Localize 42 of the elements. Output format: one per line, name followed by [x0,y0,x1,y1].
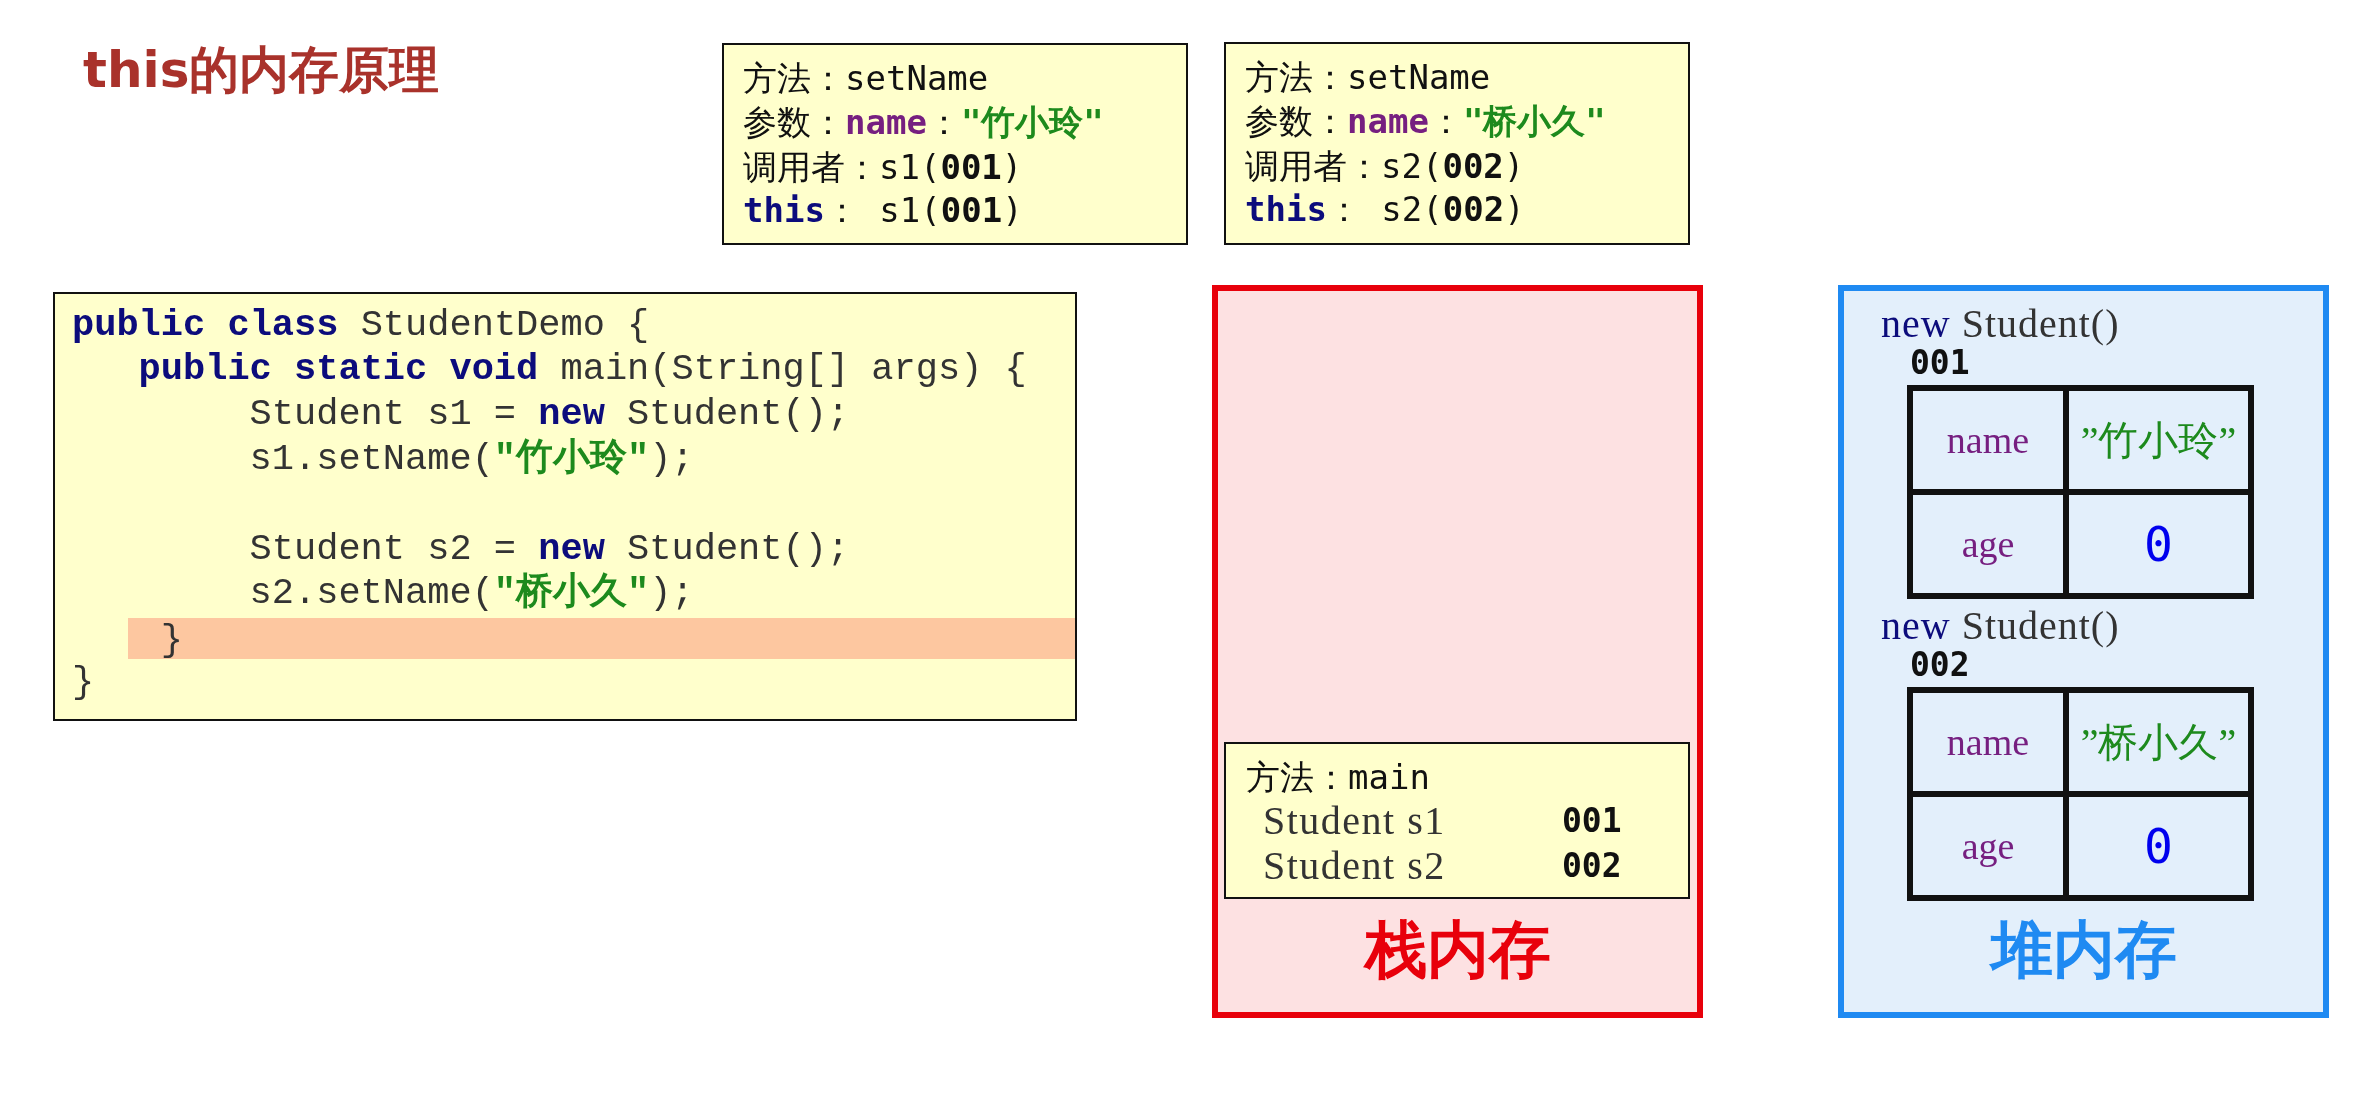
method-label: 方法：main [1246,756,1430,799]
this-reference: this： s1(001) [743,189,1023,232]
method-frame-box [722,43,1188,245]
parameter-text: 参数：name："桥小久" [1245,100,1606,143]
variable-name: Student s1 [1263,799,1446,843]
table-cell: ”竹小玲” [2066,388,2251,492]
variable-name: Student s2 [1263,844,1446,888]
region-title: 堆内存 [1990,912,2177,988]
table-cell: ”桥小久” [2066,690,2251,794]
code-box [53,292,1077,721]
heap-memory-region [1838,285,2329,1018]
code-line: } [72,659,95,705]
this-reference: this： s2(002) [1245,188,1525,231]
method-label: 方法：setName [743,57,989,100]
code-line: public class StudentDemo { [72,302,650,348]
caller-text: 调用者：s2(002) [1245,145,1525,188]
constructor-call: new Student() [1881,302,2120,346]
region-title: 栈内存 [1364,912,1551,988]
caller-text: 调用者：s1(001) [743,146,1023,189]
page-title: this的内存原理 [83,40,440,100]
address-value: 001 [1562,800,1622,842]
table-cell: name [1910,388,2066,492]
constructor-call: new Student() [1881,604,2120,648]
address-value: 002 [1562,845,1622,887]
method-frame-box [1224,742,1690,899]
address-value: 001 [1910,345,1970,381]
method-label: 方法：setName [1245,56,1491,99]
stack-memory-region [1212,285,1703,1018]
parameter-text: 参数：name："竹小玲" [743,101,1104,144]
code-line: public static void main(String[] args) { [138,346,1027,392]
code-line: s2.setName("桥小久"); [249,570,694,616]
table-cell: 0 [2066,794,2251,898]
table-cell: age [1910,492,2066,596]
code-line: s1.setName("竹小玲"); [249,436,694,482]
address-value: 002 [1910,647,1970,683]
code-line: Student s2 = new Student(); [249,526,850,572]
table-cell: 0 [2066,492,2251,596]
table-cell: age [1910,794,2066,898]
code-line: } [160,617,183,663]
table-cell: name [1910,690,2066,794]
method-frame-box [1224,42,1690,245]
code-line: Student s1 = new Student(); [249,391,850,437]
